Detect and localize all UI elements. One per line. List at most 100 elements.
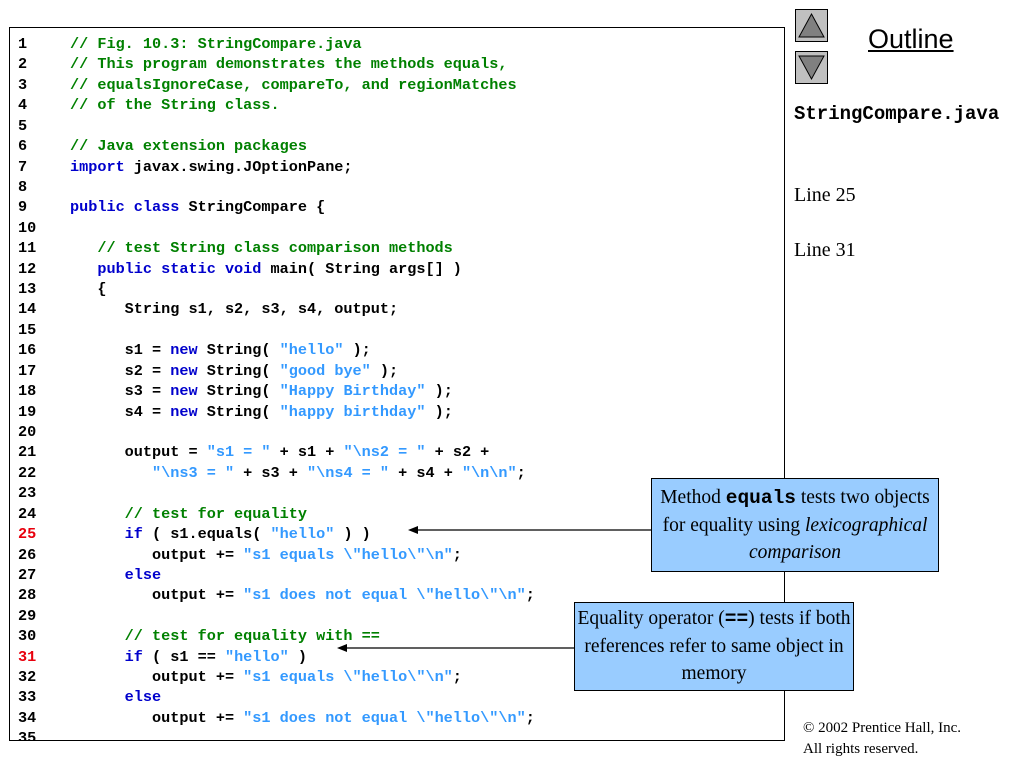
line-number: 35 [18, 729, 37, 741]
code-token: "s1 does not equal \"hello\"\n" [243, 586, 526, 605]
code-text: // This program demonstrates the methods… [70, 54, 507, 74]
previous-slide-button[interactable] [795, 9, 828, 42]
callout-equals-text-2: tests two objects for equality using [662, 487, 930, 536]
line-number: 9 [18, 198, 28, 217]
line-number: 26 [18, 545, 37, 564]
line-number: 3 [18, 75, 28, 94]
line-number: 18 [18, 382, 37, 401]
line-number: 33 [18, 688, 37, 707]
code-token: "s1 equals \"hello\"\n" [243, 545, 453, 564]
code-token: "s1 = " [206, 443, 271, 462]
line-number: 16 [18, 341, 37, 360]
code-token: // This program demonstrates the methods… [70, 55, 508, 74]
line-number: 24 [18, 504, 37, 523]
copyright-line-1: © 2002 Prentice Hall, Inc. [803, 720, 962, 736]
line-number: 32 [18, 668, 37, 687]
code-text: "\ns3 = " + s3 + "\ns4 = " + s4 + "\n\n"… [70, 463, 526, 483]
code-token: // test String class comparison methods [70, 239, 453, 258]
code-token: ; [525, 708, 535, 727]
code-token: String( [197, 382, 280, 401]
line-number: 30 [18, 627, 37, 646]
code-token: new [170, 361, 198, 380]
line-number: 2 [18, 55, 28, 74]
code-text: output = "s1 = " + s1 + "\ns2 = " + s2 + [70, 442, 490, 462]
code-token: // test for equality with == [70, 627, 380, 646]
code-token: // test for equality [70, 504, 307, 523]
callout-equals-code: equals [725, 487, 796, 509]
code-text: String s1, s2, s3, s4, output; [70, 299, 398, 319]
callout-equals-text-1: Method [660, 487, 726, 508]
code-token: "s1 does not equal \"hello\"\n" [243, 708, 526, 727]
code-text: if ( s1.equals( "hello" ) ) [70, 524, 371, 544]
arrowhead-31 [337, 644, 347, 652]
line-number: 34 [18, 708, 37, 727]
code-token: "\ns4 = " [306, 463, 390, 482]
code-text: output += "s1 does not equal \"hello\"\n… [70, 585, 535, 605]
code-token: main( String args[] ) [261, 259, 462, 278]
code-token: + s3 + [234, 463, 307, 482]
code-token: // equalsIgnoreCase, compareTo, and regi… [70, 75, 517, 94]
code-token: ); [370, 361, 399, 380]
line-number: 12 [18, 259, 37, 278]
outline-link[interactable]: Outline [868, 24, 954, 54]
code-text: s4 = new String( "happy birthday" ); [70, 402, 453, 422]
copyright-line-2: All rights reserved. [803, 741, 919, 757]
line-number: 8 [18, 177, 28, 196]
line-number: 14 [18, 300, 37, 319]
code-text: public class StringCompare { [70, 197, 325, 217]
code-token: "\n\n" [461, 463, 517, 482]
code-token: "\ns2 = " [343, 443, 426, 462]
line-number: 20 [18, 422, 37, 441]
line-number: 17 [18, 361, 37, 380]
code-text: public static void main( String args[] ) [70, 259, 462, 279]
code-token: s2 = [70, 361, 171, 380]
code-token: "good bye" [279, 361, 371, 380]
line-number: 1 [18, 35, 28, 53]
code-text: // of the String class. [70, 95, 280, 115]
code-text: output += "s1 does not equal \"hello\"\n… [70, 708, 535, 728]
arrowhead-25 [408, 526, 418, 534]
code-token: { [70, 280, 107, 299]
code-token: import [70, 157, 125, 176]
triangle-up-icon [798, 12, 825, 38]
code-token: output += [70, 708, 244, 727]
code-token: "hello" [224, 647, 289, 666]
line-number: 23 [18, 484, 37, 503]
code-token: output += [70, 668, 244, 687]
code-token: ( s1.equals( [142, 525, 271, 544]
code-text: // test for equality [70, 504, 307, 524]
callout-op-text-2: ) tests if both references refer to same… [584, 608, 851, 684]
code-token: ( s1 == [142, 647, 225, 666]
code-token: ); [425, 382, 453, 401]
code-text: else [70, 565, 161, 585]
code-text: if ( s1 == "hello" ) [70, 647, 307, 667]
code-text: s1 = new String( "hello" ); [70, 340, 371, 360]
code-token: ; [452, 545, 462, 564]
code-token: output += [70, 545, 244, 564]
code-token: s4 = [70, 402, 171, 421]
line-number: 28 [18, 586, 37, 605]
code-token: s3 = [70, 382, 171, 401]
code-token: + s4 + [389, 463, 462, 482]
line-number: 13 [18, 280, 37, 299]
code-token: "\ns3 = " [70, 463, 235, 482]
code-text: { [70, 279, 106, 299]
code-text: else [70, 687, 161, 707]
line-number: 4 [18, 96, 28, 115]
line-number: 29 [18, 606, 37, 625]
code-token: String( [197, 361, 280, 380]
line-number: 10 [18, 218, 37, 237]
code-token: public static void [70, 259, 262, 278]
code-text: // equalsIgnoreCase, compareTo, and regi… [70, 75, 517, 95]
next-slide-button[interactable] [795, 51, 828, 84]
line-number: 27 [18, 565, 37, 584]
code-text: s3 = new String( "Happy Birthday" ); [70, 381, 453, 401]
line-number: 6 [18, 137, 28, 156]
file-name: StringCompare.java [794, 103, 1000, 125]
code-token: String( [197, 402, 280, 421]
line-number: 25 [18, 525, 37, 544]
code-token: s1 = [70, 341, 171, 360]
code-text: import javax.swing.JOptionPane; [70, 157, 353, 177]
